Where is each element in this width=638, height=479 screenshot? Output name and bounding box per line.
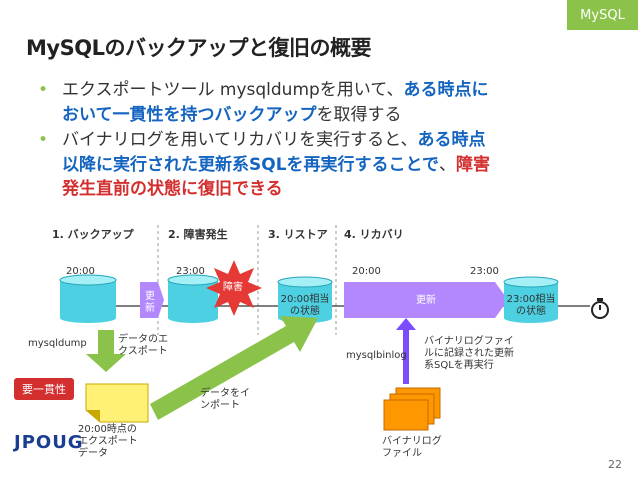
state-2000-label: 20:00相当の状態 <box>280 294 330 317</box>
bullet-2-mid: 、 <box>439 154 457 175</box>
step-backup: 1. バックアップ <box>52 228 134 241</box>
mysqlbinlog-label: mysqlbinlog <box>346 350 407 361</box>
binlog-file-label: バイナリログファイル <box>382 436 442 459</box>
bullet-1: エクスポートツール mysqldumpを用いて、ある時点に おいて一貫性を持つバ… <box>36 78 616 127</box>
section-tag: MySQL <box>567 0 638 30</box>
step-failure: 2. 障害発生 <box>168 228 228 241</box>
database-icon-backup <box>59 274 117 323</box>
consistency-badge: 要一貫性 <box>14 378 74 400</box>
step-recovery: 4. リカバリ <box>344 228 404 241</box>
database-icon-failure <box>167 274 219 323</box>
update-label: 更新 <box>416 295 436 306</box>
import-label: データをインポート <box>200 388 250 411</box>
bullet-1-emphasis-1: ある時点に <box>403 80 489 100</box>
binlog-files-icon <box>383 387 441 431</box>
export-document-icon <box>85 383 149 423</box>
step-restore: 3. リストア <box>268 228 328 241</box>
state-2300-label: 23:00相当の状態 <box>506 294 556 317</box>
time-2300-recovery: 23:00 <box>470 266 499 277</box>
time-2000-backup: 20:00 <box>66 266 95 277</box>
bullet-list: エクスポートツール mysqldumpを用いて、ある時点に おいて一貫性を持つバ… <box>36 78 616 203</box>
failure-label: 障害 <box>223 282 243 293</box>
binlog-note: バイナリログファイルに記録された更新系SQLを再実行 <box>424 336 514 371</box>
bullet-2: バイナリログを用いてリカバリを実行すると、ある時点 以降に実行された更新系SQL… <box>36 128 616 202</box>
bullet-2-emphasis-2: 以降に実行された更新系SQLを再実行することで <box>62 154 440 175</box>
database-icon-recovered <box>503 276 559 323</box>
page-number: 22 <box>608 458 622 471</box>
time-2300-failure: 23:00 <box>176 266 205 277</box>
logo-text: JPOUG <box>14 432 84 453</box>
jpoug-logo: JPOUG <box>14 432 84 453</box>
update-short-label: 更新 <box>145 291 155 314</box>
page-title: MySQLのバックアップと復旧の概要 <box>26 36 371 60</box>
mysqldump-label: mysqldump <box>28 338 87 349</box>
bullet-2-emphasis-1: ある時点 <box>417 130 486 150</box>
bullet-1-emphasis-2: おいて一貫性を持つバックアップ <box>62 105 317 125</box>
stopwatch-icon <box>591 298 609 319</box>
binlog-arrow-head <box>396 318 416 330</box>
bullet-1-emphasis-2-text: おいて一貫性を持つバックアップ <box>62 104 317 125</box>
bullet-1-text: エクスポートツール mysqldumpを用いて、 <box>62 80 404 100</box>
bullet-2-text: バイナリログを用いてリカバリを実行すると、 <box>62 130 418 150</box>
bullet-2-emphasis-4: 発生直前の状態に復旧できる <box>62 179 283 199</box>
export-data-label: 20:00時点のエクスポートデータ <box>78 424 138 459</box>
database-icon-restore <box>277 276 333 323</box>
update-arrow-large <box>344 282 508 318</box>
export-arrow <box>86 330 126 372</box>
export-label: データのエクスポート <box>118 334 168 357</box>
failure-burst-icon <box>206 260 262 316</box>
time-2000-recovery: 20:00 <box>352 266 381 277</box>
bullet-2-emphasis-3: 障害 <box>456 154 491 175</box>
bullet-1-tail: を取得する <box>316 104 402 125</box>
update-arrow-small <box>140 282 164 318</box>
import-arrow <box>150 316 318 420</box>
